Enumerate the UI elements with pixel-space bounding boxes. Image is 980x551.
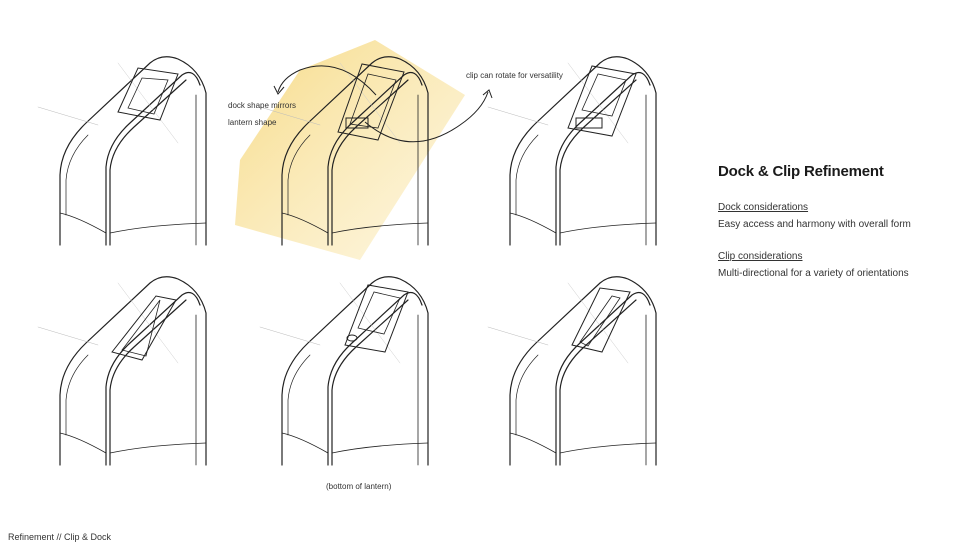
clip-heading: Clip considerations	[718, 251, 803, 262]
highlight-area	[235, 40, 465, 260]
sketch-top-right	[487, 56, 657, 246]
annotation-bottom: (bottom of lantern)	[326, 482, 392, 491]
dock-text: Easy access and harmony with overall for…	[718, 219, 911, 230]
rotation-arrow-left	[273, 65, 377, 96]
sketch-top-middle	[259, 56, 429, 246]
annotation-clip: clip can rotate for versatility	[466, 71, 563, 80]
rotation-arrow-right	[364, 89, 493, 143]
footer: Refinement // Clip & Dock	[8, 532, 112, 542]
sketch-bottom-middle	[259, 276, 429, 466]
sketch-bottom-left	[37, 276, 207, 466]
clip-text: Multi-directional for a variety of orien…	[718, 268, 909, 279]
dock-heading: Dock considerations	[718, 202, 809, 213]
sketch-top-left	[37, 56, 207, 246]
annotation-dock-line1: dock shape mirrors	[228, 101, 297, 110]
slide-title: Dock & Clip Refinement	[718, 163, 884, 180]
sketch-bottom-right	[487, 276, 657, 466]
annotation-dock-line2: lantern shape	[228, 118, 277, 127]
